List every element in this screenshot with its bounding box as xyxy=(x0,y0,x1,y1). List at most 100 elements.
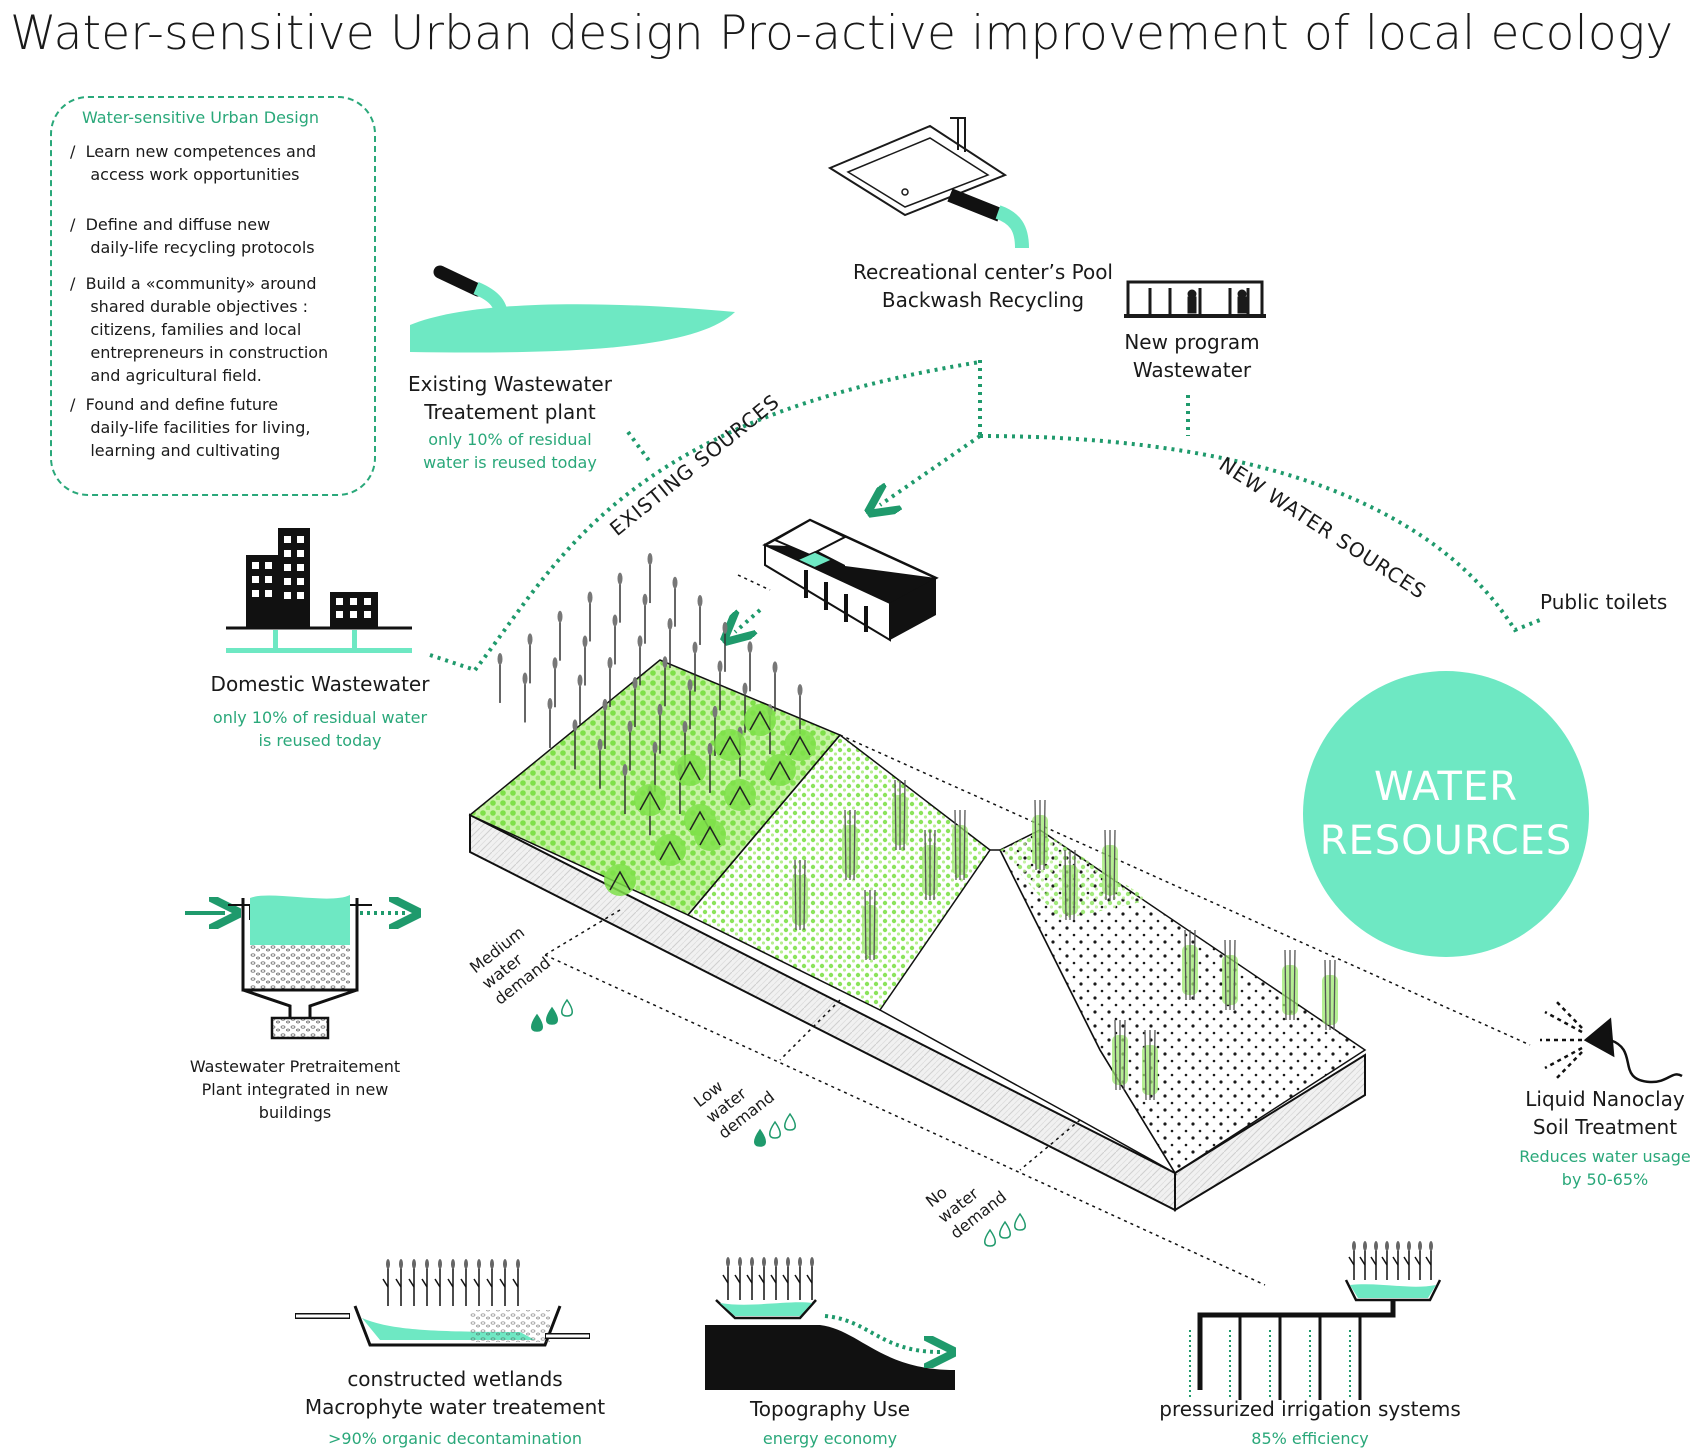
reed-head xyxy=(712,705,718,718)
design-box xyxy=(50,96,376,496)
grass-blade xyxy=(1114,1019,1117,1091)
reed-leaf xyxy=(460,1278,467,1288)
reed-leaf xyxy=(1414,1256,1421,1266)
reed-head xyxy=(516,1259,520,1269)
water-drop xyxy=(561,998,573,1017)
reed-head xyxy=(682,721,688,734)
grass-blade xyxy=(1233,939,1236,1011)
reed-head xyxy=(627,720,633,733)
reed-head xyxy=(642,593,648,606)
grass-blade xyxy=(864,889,867,961)
reed-head xyxy=(662,656,668,669)
shrub-stem xyxy=(749,710,771,731)
reed-leaf xyxy=(447,1278,454,1288)
reed-head xyxy=(786,1257,790,1267)
reed-leaf xyxy=(382,1278,389,1288)
grass-blade xyxy=(1123,1019,1126,1091)
reed-head xyxy=(772,661,778,674)
new-sources-arc xyxy=(979,434,1541,633)
reed-head xyxy=(657,703,663,716)
reed-head xyxy=(612,614,618,627)
shrub xyxy=(744,704,776,736)
wetland-icon xyxy=(295,1259,590,1347)
plants xyxy=(497,553,1338,1101)
reed-head xyxy=(622,764,628,777)
reed-leaf xyxy=(794,1274,801,1284)
reed-head xyxy=(412,1259,416,1269)
domestic-label: Domestic Wastewater xyxy=(210,672,430,696)
reed-head xyxy=(527,633,533,646)
grass-blade xyxy=(844,809,847,881)
shrub-stem xyxy=(639,790,661,811)
tank-icon xyxy=(185,895,405,1040)
irrigation-icon xyxy=(1189,1241,1442,1400)
water-resources-text: WATER RESOURCES xyxy=(1319,764,1573,864)
reed-head xyxy=(738,1257,742,1267)
grass-blade xyxy=(803,859,806,931)
shrub xyxy=(694,819,726,851)
water-drop xyxy=(754,1128,766,1147)
reed-head xyxy=(425,1259,429,1269)
reed-head xyxy=(1396,1241,1400,1251)
reed-head xyxy=(726,1257,730,1267)
grass-blade xyxy=(1043,799,1046,871)
shrub-stem xyxy=(699,825,721,846)
shrub xyxy=(634,784,666,816)
reed-head xyxy=(1385,1241,1389,1251)
grass-blade xyxy=(794,859,797,931)
reed-head xyxy=(667,618,673,631)
reed-leaf xyxy=(473,1278,480,1288)
shrub xyxy=(784,729,816,761)
shrub-stem xyxy=(789,735,811,756)
reed-head xyxy=(399,1259,403,1269)
reed-head xyxy=(797,684,803,697)
water-drop xyxy=(784,1112,796,1131)
topography-note: energy economy xyxy=(762,1429,898,1448)
reed-leaf xyxy=(758,1274,765,1284)
shrub-stem xyxy=(609,870,631,891)
reed-head xyxy=(438,1259,442,1269)
reed-leaf xyxy=(1359,1256,1366,1266)
grass-blade xyxy=(1184,929,1187,1001)
irrigation-label: pressurized irrigation systems xyxy=(1159,1397,1461,1421)
reed-head xyxy=(672,576,678,589)
water-drop xyxy=(531,1013,543,1032)
grass-blade xyxy=(1224,939,1227,1011)
reed-head xyxy=(750,1257,754,1267)
grass-blade xyxy=(1064,849,1067,921)
grass-blade xyxy=(1113,829,1116,901)
reed-head xyxy=(1363,1241,1367,1251)
grass-blade xyxy=(903,779,906,851)
treatment-plant-label: Existing Wastewater Treatement plant xyxy=(408,372,612,424)
reed-head xyxy=(1429,1241,1433,1251)
reed-leaf xyxy=(421,1278,428,1288)
shrub xyxy=(764,754,796,786)
shrub-stem xyxy=(729,785,751,806)
reed-leaf xyxy=(1392,1256,1399,1266)
pipe-icon xyxy=(410,265,735,353)
grass-blade xyxy=(1073,849,1076,921)
reed-head xyxy=(572,719,578,732)
shrub-stem xyxy=(679,760,701,781)
treatment-plant-note: only 10% of residual water is reused tod… xyxy=(423,430,597,472)
grass-blade xyxy=(894,779,897,851)
grass-blade xyxy=(933,829,936,901)
reed-leaf xyxy=(1381,1256,1388,1266)
reed-leaf xyxy=(434,1278,441,1288)
reed-head xyxy=(810,1257,814,1267)
pool-label: Recreational center’s Pool Backwash Recy… xyxy=(853,260,1113,312)
water-drop-icon xyxy=(531,998,1026,1247)
design-item: / Learn new competences and access work … xyxy=(70,142,317,184)
public-toilets-label: Public toilets xyxy=(1540,590,1668,614)
reed-head xyxy=(607,656,613,669)
city-buildings-icon xyxy=(226,528,412,653)
reed-head xyxy=(774,1257,778,1267)
nanoclay-note: Reduces water usage by 50-65% xyxy=(1519,1147,1691,1189)
shrub xyxy=(674,754,706,786)
domestic-note: only 10% of residual water is reused tod… xyxy=(212,708,428,750)
reed-head xyxy=(386,1259,390,1269)
reed-leaf xyxy=(734,1274,741,1284)
grass-blade xyxy=(1034,799,1037,871)
reed-head xyxy=(692,641,698,654)
